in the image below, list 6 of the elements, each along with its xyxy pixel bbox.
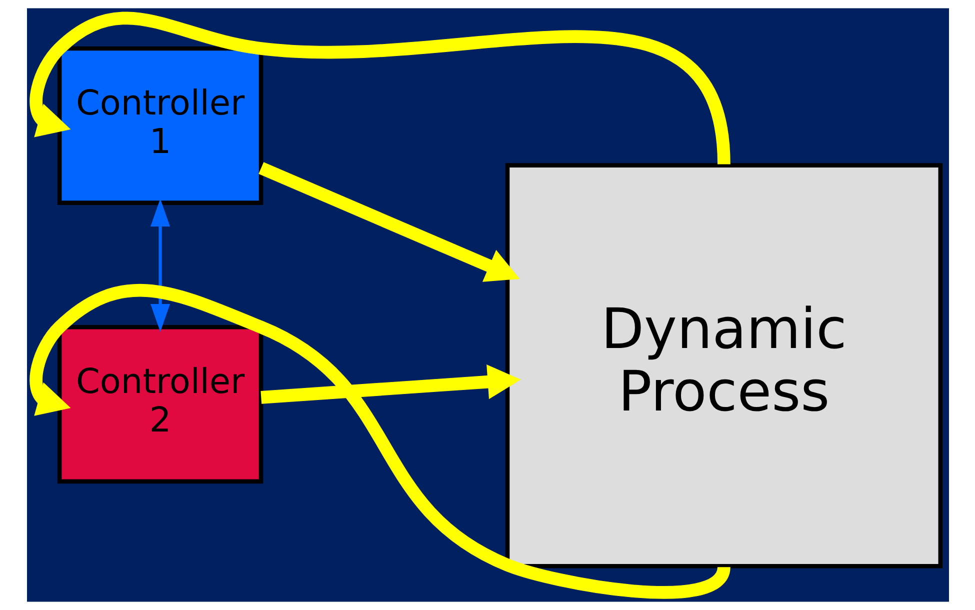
arrow [260,364,520,404]
node-box: Controller 2 [56,324,263,484]
arrow [150,198,170,332]
arrow [258,162,520,282]
node-box: Controller 1 [56,46,263,205]
node-box: Dynamic Process [504,163,942,568]
